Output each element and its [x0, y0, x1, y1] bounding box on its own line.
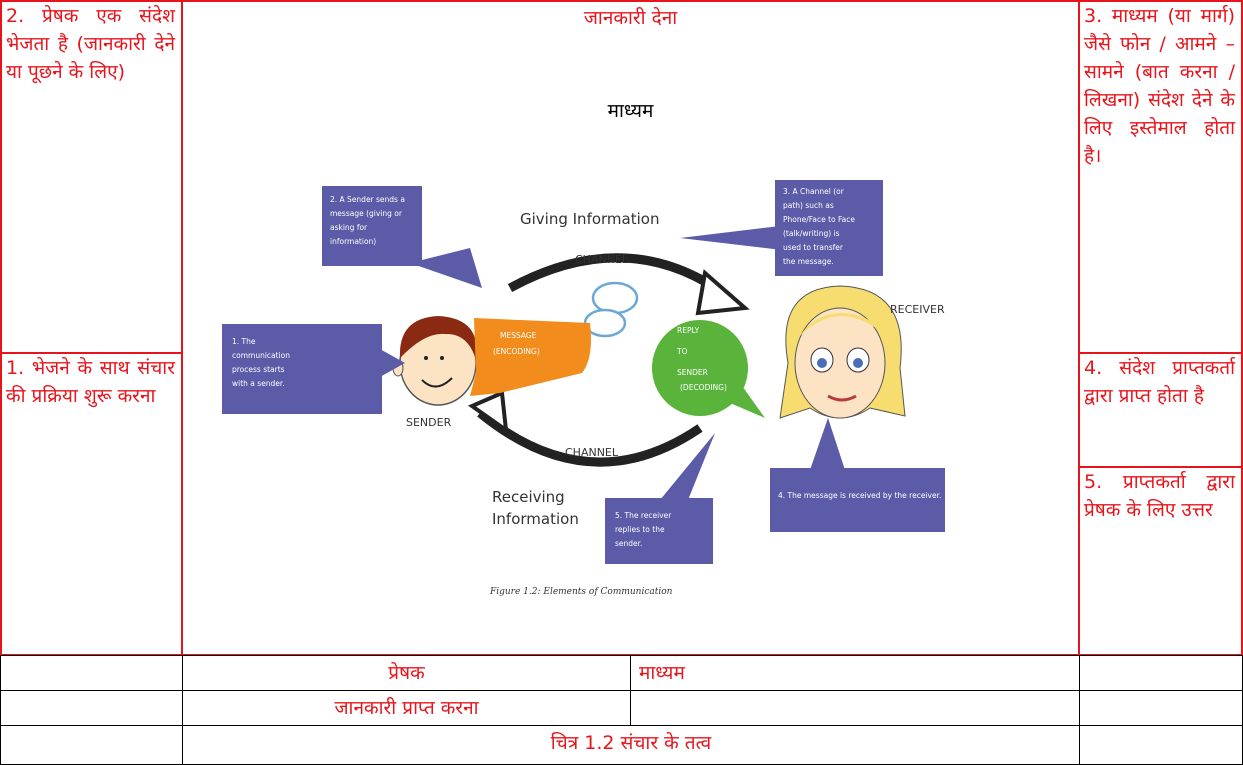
receiving-text: Receiving: [492, 488, 565, 506]
svg-text:3. A Channel (or: 3. A Channel (or: [783, 187, 845, 196]
communication-diagram: Giving Information CHANNEL CHANNEL Recei…: [222, 180, 945, 597]
svg-text:(ENCODING): (ENCODING): [493, 347, 540, 356]
figure-caption-english: Figure 1.2: Elements of Communication: [489, 587, 673, 597]
row2-receiving: जानकारी प्राप्त करना: [182, 690, 631, 726]
svg-text:(DECODING): (DECODING): [680, 383, 727, 392]
svg-text:1. The: 1. The: [232, 337, 256, 346]
svg-text:information): information): [330, 237, 376, 246]
figure-caption-hindi: चित्र 1.2 संचार के तत्व: [182, 725, 1080, 765]
receiver-avatar: [779, 285, 906, 419]
row1-col4: [1079, 655, 1243, 691]
svg-text:Phone/Face to Face: Phone/Face to Face: [783, 215, 855, 224]
svg-text:asking for: asking for: [330, 223, 368, 232]
sender-avatar: [392, 316, 477, 406]
row2-col1: [0, 690, 183, 726]
row1-medium: माध्यम: [630, 655, 1080, 691]
information-text: Information: [492, 510, 579, 528]
medium-top-label: माध्यम: [607, 100, 654, 122]
sender-label: SENDER: [406, 416, 452, 429]
row3-col1: [0, 725, 183, 765]
svg-text:REPLY: REPLY: [677, 326, 700, 335]
svg-text:sender.: sender.: [615, 539, 642, 548]
row1-col1: [0, 655, 183, 691]
row1-sender: प्रेषक: [182, 655, 631, 691]
reply-decoding-bubble: REPLY TO SENDER (DECODING): [652, 320, 765, 418]
giving-info-label: जानकारी देना: [583, 7, 678, 29]
svg-text:(talk/writing) is: (talk/writing) is: [783, 229, 840, 238]
receiver-label: RECEIVER: [890, 303, 945, 316]
row2-col3: [630, 690, 1080, 726]
svg-text:2. A Sender sends a: 2. A Sender sends a: [330, 195, 405, 204]
svg-text:the message.: the message.: [783, 257, 834, 266]
cell-channel-note: 3. माध्यम (या मार्ग) जैसे फोन / आमने –सा…: [1078, 0, 1243, 354]
cell-process-start: 1. भेजने के साथ संचार की प्रक्रिया शुरू …: [0, 352, 183, 656]
callout-1: 1. The communication process starts with…: [222, 324, 405, 414]
arrow-left-icon: [467, 390, 509, 435]
svg-text:replies to the: replies to the: [615, 525, 665, 534]
svg-text:communication: communication: [232, 351, 290, 360]
giving-information-text: Giving Information: [520, 210, 659, 228]
channel-top-text: CHANNEL: [575, 253, 629, 266]
svg-text:5. The receiver: 5. The receiver: [615, 511, 672, 520]
message-encoding-bubble: MESSAGE (ENCODING): [470, 318, 591, 396]
arrow-right-icon: [695, 269, 750, 316]
chat-bubbles-icon: [583, 281, 639, 338]
callout-2: 2. A Sender sends a message (giving or a…: [322, 186, 482, 288]
svg-text:MESSAGE: MESSAGE: [500, 331, 537, 340]
row3-col4: [1079, 725, 1243, 765]
svg-text:SENDER: SENDER: [677, 368, 708, 377]
cell-received: 4. संदेश प्राप्तकर्ता द्वारा प्राप्त होत…: [1078, 352, 1243, 468]
cell-sender-sends: 2. प्रेषक एक संदेश भेजता है (जानकारी देन…: [0, 0, 183, 354]
svg-text:message (giving or: message (giving or: [330, 209, 403, 218]
svg-text:used to transfer: used to transfer: [783, 243, 844, 252]
callout-3: 3. A Channel (or path) such as Phone/Fac…: [680, 180, 883, 276]
svg-text:with a sender.: with a sender.: [232, 379, 285, 388]
cell-reply: 5. प्राप्तकर्ता द्वारा प्रेषक के लिए उत्…: [1078, 466, 1243, 656]
row2-col4: [1079, 690, 1243, 726]
callout-4: 4. The message is received by the receiv…: [770, 418, 945, 532]
svg-text:4. The message is received by: 4. The message is received by the receiv…: [778, 491, 941, 500]
channel-bottom-text: CHANNEL: [565, 446, 619, 459]
svg-text:process starts: process starts: [232, 365, 285, 374]
svg-text:path) such as: path) such as: [783, 201, 834, 210]
svg-text:TO: TO: [676, 347, 688, 356]
callout-5: 5. The receiver replies to the sender.: [605, 433, 715, 564]
